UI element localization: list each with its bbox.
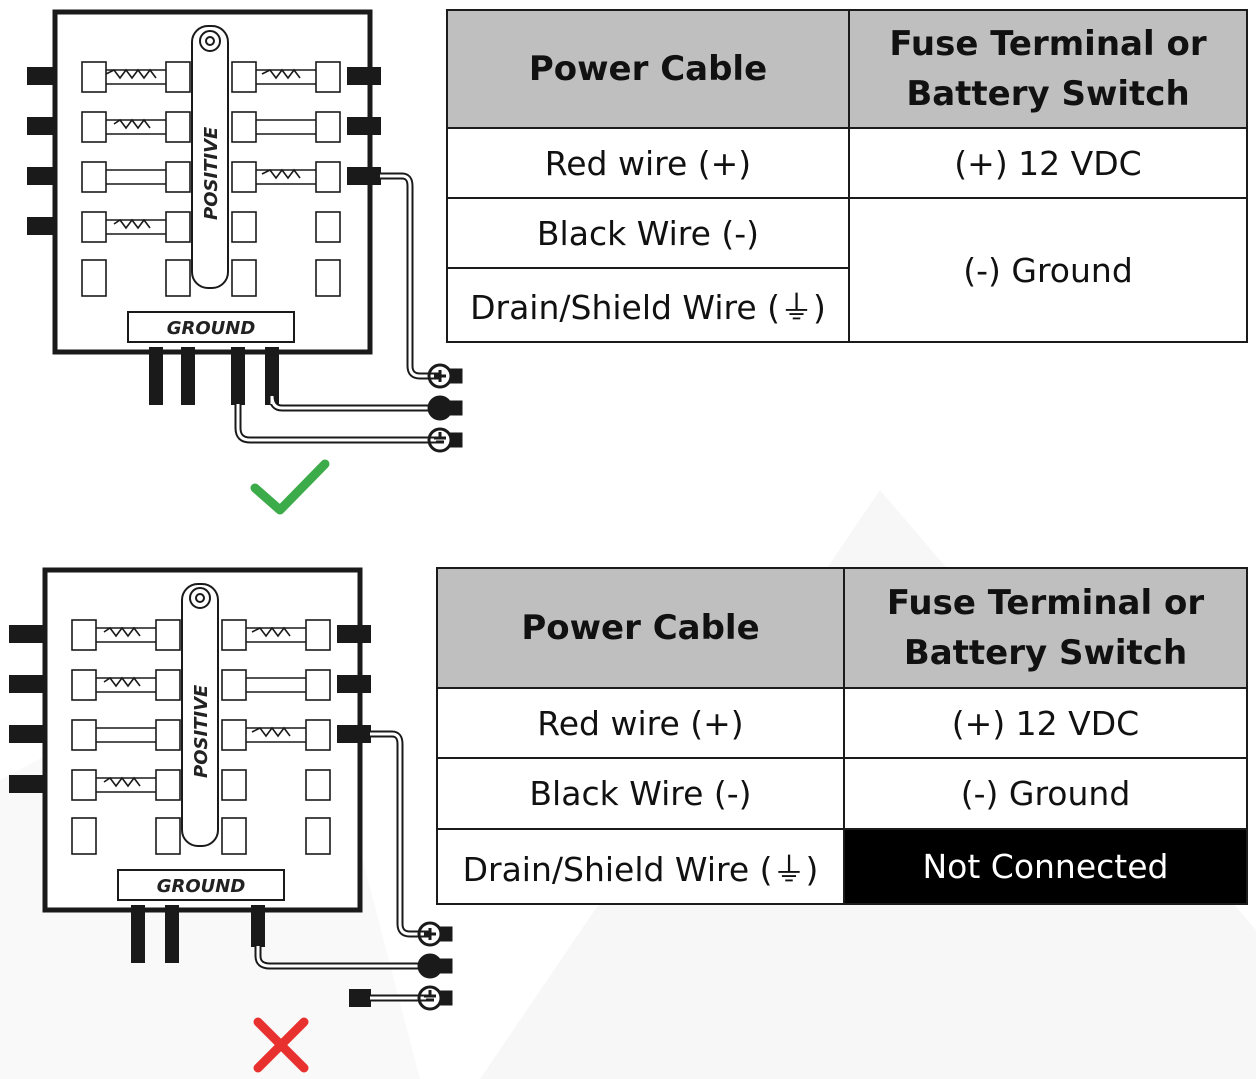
cross-mark-icon	[253, 1017, 309, 1073]
fuse-block-diagram-incorrect: POSITIVE GROUND	[9, 567, 453, 1073]
positive-bus-label: POSITIVE	[201, 126, 222, 220]
header-fuse-terminal: Fuse Terminal or Battery Switch	[843, 567, 1248, 689]
cell-not-connected: Not Connected	[843, 828, 1248, 905]
cell-ground: (-) Ground	[843, 757, 1248, 830]
cell-drain-shield-wire: Drain/Shield Wire (⏚)	[436, 828, 845, 905]
ground-bar-label: GROUND	[157, 876, 246, 897]
cell-black-wire: Black Wire (-)	[446, 197, 850, 269]
fuse-block-diagram-correct: POSITIVE GROUND	[27, 9, 463, 515]
wiring-table-correct: Power Cable Fuse Terminal or Battery Swi…	[446, 9, 1248, 343]
cell-red-wire: Red wire (+)	[446, 127, 850, 199]
cell-12vdc: (+) 12 VDC	[843, 687, 1248, 759]
check-mark-icon	[250, 459, 330, 515]
wiring-table-incorrect: Power Cable Fuse Terminal or Battery Swi…	[436, 567, 1248, 905]
header-power-cable: Power Cable	[446, 9, 850, 129]
ground-bar-label: GROUND	[167, 318, 256, 339]
cell-black-wire: Black Wire (-)	[436, 757, 845, 830]
header-fuse-terminal: Fuse Terminal or Battery Switch	[848, 9, 1248, 129]
cell-red-wire: Red wire (+)	[436, 687, 845, 759]
cell-12vdc: (+) 12 VDC	[848, 127, 1248, 199]
header-power-cable: Power Cable	[436, 567, 845, 689]
cell-drain-shield-wire: Drain/Shield Wire (⏚)	[446, 267, 850, 343]
positive-bus-label: POSITIVE	[191, 684, 212, 778]
cell-ground: (-) Ground	[848, 197, 1248, 343]
